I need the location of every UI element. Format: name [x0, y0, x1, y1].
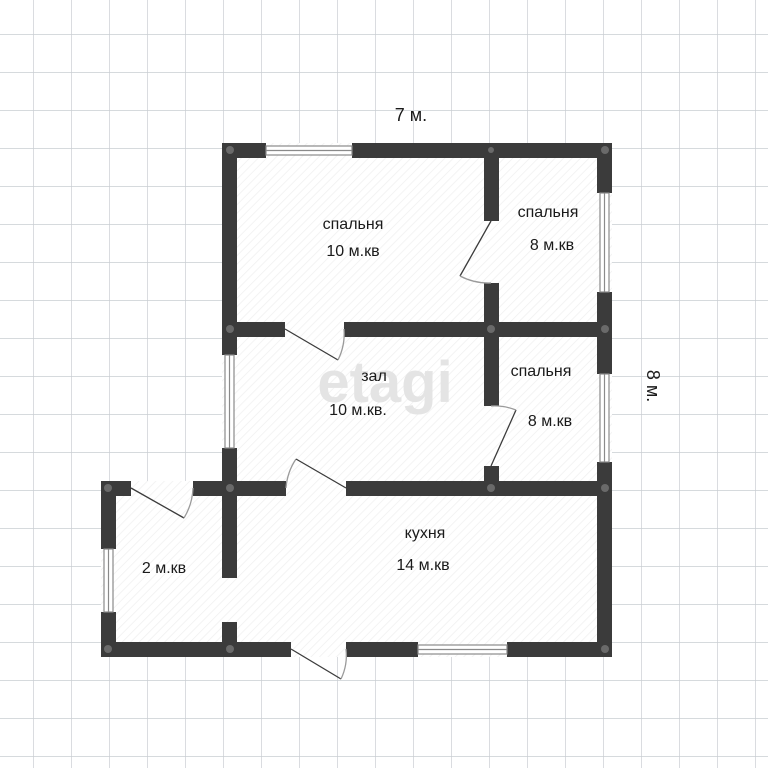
room-name: зал: [361, 368, 387, 385]
room-area: 2 м.кв: [142, 560, 186, 577]
window-left-small-room: [103, 548, 114, 613]
room-name: спальня: [518, 204, 579, 221]
window-top: [265, 145, 353, 156]
windows: [103, 145, 610, 655]
watermark-logo: etagi: [317, 350, 452, 415]
door-bedroom-right: [490, 405, 517, 467]
room-labels: спальня 10 м.кв спальня 8 м.кв зал 10 м.…: [142, 204, 579, 577]
door-bedroom-top-left: [284, 328, 345, 361]
room-name: кухня: [405, 525, 446, 542]
room-area: 10 м.кв.: [329, 402, 387, 419]
room-name: спальня: [511, 363, 572, 380]
width-dimension-label: 7 м.: [395, 105, 427, 125]
room-area: 8 м.кв: [528, 413, 572, 430]
room-area: 14 м.кв: [396, 557, 449, 574]
door-entrance: [290, 648, 348, 680]
door-bedroom-top-right: [459, 220, 492, 284]
door-zal-kitchen: [285, 458, 347, 489]
window-bottom: [417, 644, 508, 655]
doors: [130, 220, 517, 680]
room-area: 8 м.кв: [530, 237, 574, 254]
window-left-zal: [224, 354, 235, 449]
wall-joints: [104, 146, 609, 653]
walls: [101, 143, 612, 657]
height-dimension-label: 8 м.: [643, 370, 663, 402]
room-area: 10 м.кв: [326, 243, 379, 260]
room-name: спальня: [323, 216, 384, 233]
window-right-upper: [599, 192, 610, 293]
door-small-room: [130, 487, 194, 519]
window-right-lower: [599, 373, 610, 463]
